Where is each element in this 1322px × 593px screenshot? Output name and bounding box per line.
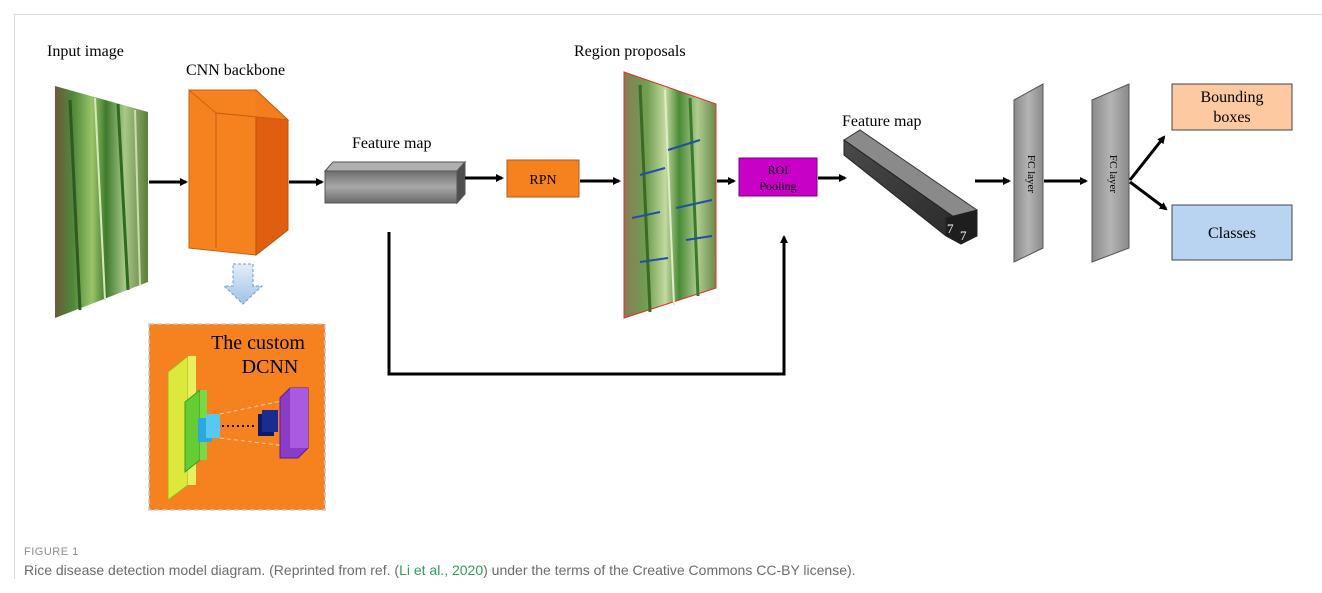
roi-pooling-box: ROI Pooling (738, 157, 818, 197)
cnn-backbone-label: CNN backbone (186, 62, 285, 79)
classes-label: Classes (1208, 225, 1256, 242)
custom-dcnn-panel: The custom DCNN (148, 323, 326, 511)
custom-dcnn-title-line1: The custom (211, 332, 305, 354)
caption-text-after: ) under the terms of the Creative Common… (483, 562, 856, 578)
region-proposals-label: Region proposals (574, 43, 686, 60)
input-image-label: Input image (47, 43, 124, 60)
bounding-boxes-label-line2: boxes (1213, 109, 1250, 126)
figure-label: FIGURE 1 (24, 546, 79, 558)
custom-dcnn-title-line2: DCNN (242, 356, 299, 378)
caption-reference-link[interactable]: Li et al., 2020 (399, 562, 484, 578)
feature-map-1-label: Feature map (352, 135, 432, 152)
roi-pooling-label-line1: ROI (768, 163, 789, 177)
fc-layer-2: FC layer (1091, 83, 1130, 263)
rpn-box: RPN (506, 159, 580, 198)
feature-map-2-dim-a: 7 (947, 221, 954, 236)
bounding-boxes-output: Bounding boxes (1171, 83, 1293, 131)
model-diagram: Input image CNN backbone The custom (47, 43, 1293, 511)
feature-map-1 (323, 160, 467, 205)
feature-map-2-dim-b: 7 (960, 228, 967, 243)
feature-map-2-label: Feature map (842, 113, 922, 130)
input-image (55, 86, 148, 318)
roi-pooling-label-line2: Pooling (759, 179, 796, 193)
fc-layer-1-label: FC layer (1025, 155, 1037, 194)
classes-output: Classes (1171, 204, 1293, 261)
cnn-backbone-block (187, 88, 290, 257)
feature-map-2: 7 7 (843, 129, 978, 245)
rpn-label: RPN (529, 173, 556, 188)
top-divider (14, 14, 1322, 15)
left-divider (14, 14, 15, 579)
arrow-fc2-bounding (1128, 135, 1166, 181)
figure-caption: Rice disease detection model diagram. (R… (24, 562, 856, 578)
caption-text-before: Rice disease detection model diagram. (R… (24, 562, 400, 578)
arrow-fc2-classes (1129, 180, 1168, 211)
fc-layer-1: FC layer (1013, 83, 1044, 263)
expand-down-arrow (222, 263, 264, 305)
fc-layer-2-label: FC layer (1107, 155, 1119, 194)
bounding-boxes-label-line1: Bounding (1200, 89, 1263, 106)
region-proposals-image (623, 71, 717, 319)
skip-connection-arrow (387, 232, 788, 376)
